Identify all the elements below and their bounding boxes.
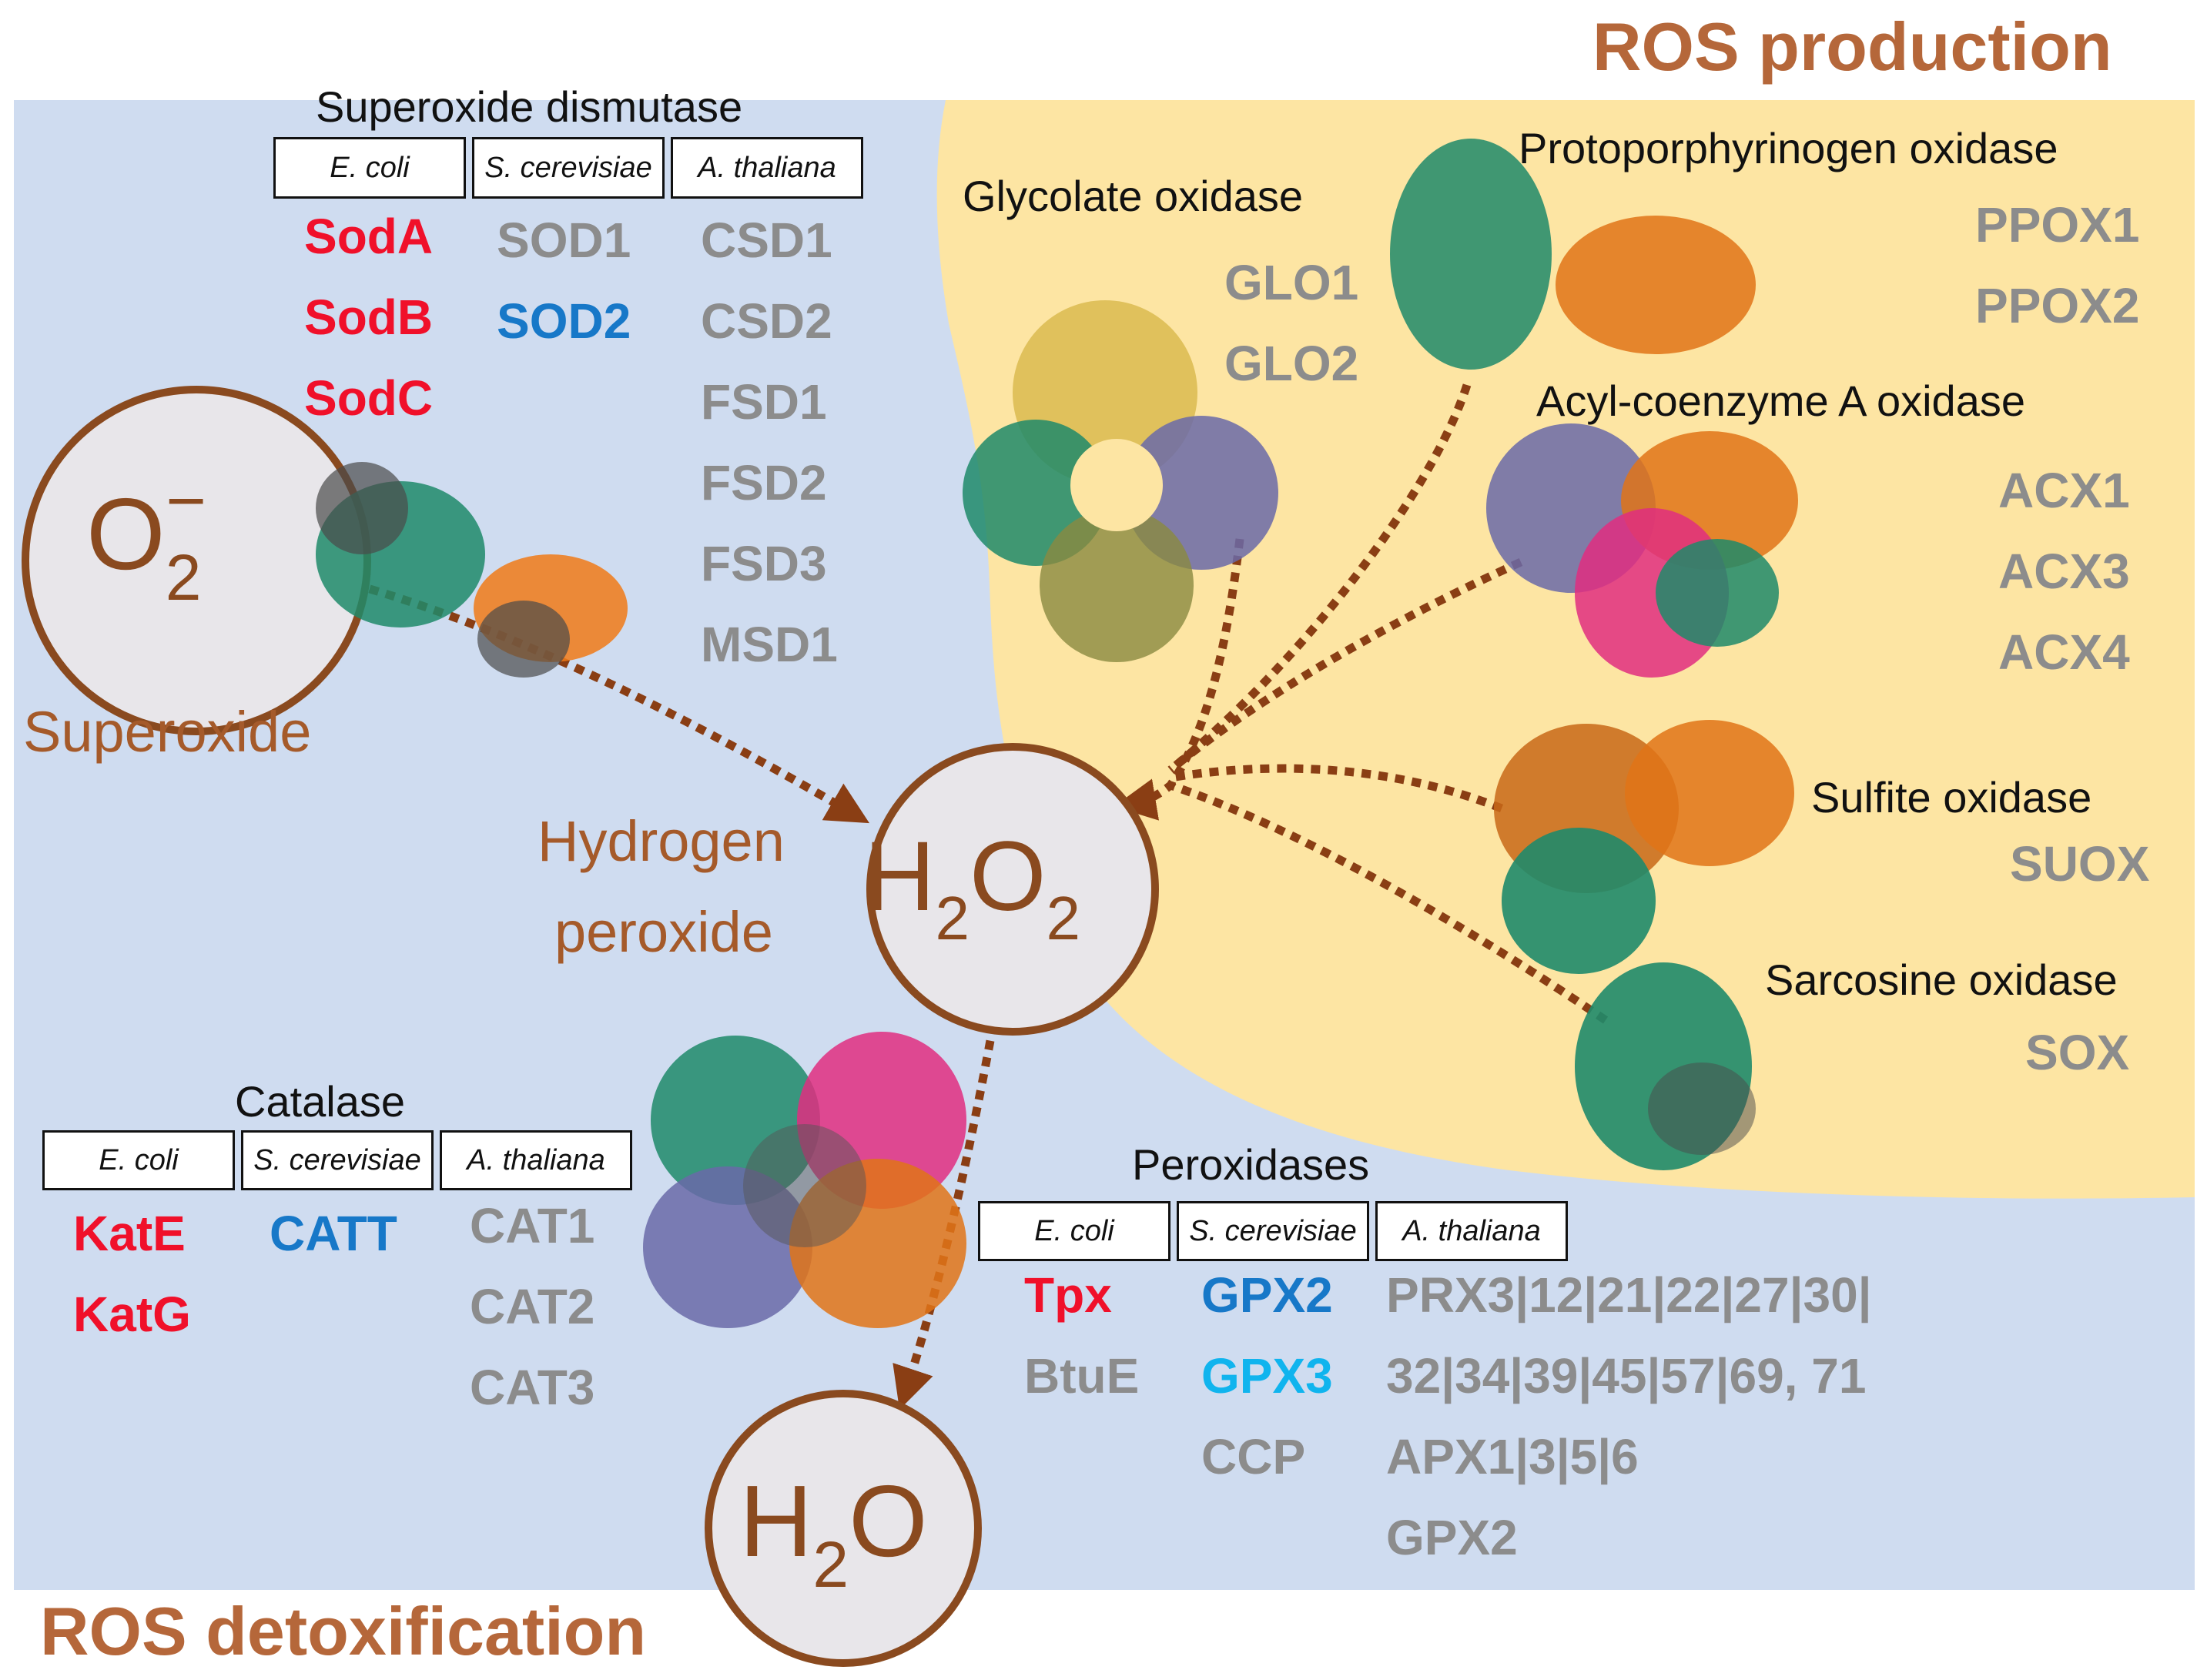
- h2o2-o: O: [969, 822, 1047, 932]
- catalase-athaliana-gene: CAT1: [470, 1198, 595, 1253]
- superoxide-sub: 2: [165, 541, 202, 614]
- sox-structure-image: [1575, 962, 1756, 1170]
- acx-gene: ACX1: [1998, 463, 2130, 518]
- arrow-sox-to-h2o2: [1169, 781, 1609, 1024]
- superoxide-sup: −: [166, 463, 206, 540]
- acx-structure-image: [1486, 423, 1798, 678]
- arrow-ppox-to-h2o2: [1167, 383, 1472, 774]
- sarcosine-oxidase-gene: SOX: [2025, 1025, 2130, 1080]
- arrow-acx-to-h2o2: [1167, 557, 1523, 774]
- sod-athaliana-gene: FSD1: [701, 374, 827, 430]
- peroxidase-yeast-gene: GPX3: [1201, 1348, 1333, 1404]
- h2o-o: O: [849, 1464, 928, 1578]
- sulfite-oxidase-title: Sulfite oxidase: [1811, 773, 2092, 822]
- peroxidase-ecoli-gene: BtuE: [1024, 1348, 1140, 1404]
- superoxide-label: Superoxide: [23, 700, 312, 764]
- sod-header-athaliana: A. thaliana: [671, 137, 863, 199]
- glycolate-oxidase-title: Glycolate oxidase: [963, 172, 1304, 220]
- sod-structure-image: [316, 462, 628, 678]
- catalase-ecoli-gene: KatG: [73, 1287, 191, 1342]
- h2o2-h: H: [864, 822, 936, 932]
- peroxidase-yeast-gene: GPX2: [1201, 1267, 1333, 1323]
- h2o2-sub2: 2: [1046, 884, 1081, 952]
- sod-yeast-gene: SOD2: [497, 293, 631, 349]
- sod-organism-header: E. coli S. cerevisiae A. thaliana: [273, 137, 869, 199]
- catalase-ecoli-gene: KatE: [73, 1206, 186, 1261]
- acx-gene: ACX4: [1998, 624, 2130, 680]
- peroxidases-title: Peroxidases: [1132, 1140, 1370, 1189]
- sod-header-ecoli: E. coli: [273, 137, 466, 199]
- h2o2-label-line2: peroxide: [554, 900, 773, 964]
- peroxidase-yeast-gene: CCP: [1201, 1429, 1306, 1484]
- glycolate-oxidase-structure-image: [963, 300, 1278, 662]
- ros-production-title: ROS production: [1592, 8, 2112, 85]
- sod-ecoli-gene: SodC: [304, 370, 434, 426]
- suox-structure-image: [1494, 720, 1794, 974]
- sod-title: Superoxide dismutase: [316, 82, 743, 131]
- ppox-gene: PPOX1: [1975, 197, 2140, 253]
- peroxidase-athaliana-gene: GPX2: [1386, 1510, 1518, 1565]
- ppox-structure-image: [1390, 139, 1756, 370]
- h2o2-label-line1: Hydrogen: [538, 809, 785, 873]
- acx-gene: ACX3: [1998, 544, 2130, 599]
- peroxidase-athaliana-gene: PRX3|12|21|22|27|30|: [1386, 1267, 1872, 1323]
- catalase-athaliana-gene: CAT3: [470, 1360, 595, 1415]
- h2o2-sub1: 2: [935, 884, 970, 952]
- catalase-title: Catalase: [235, 1077, 406, 1126]
- catalase-organism-header: E. coli S. cerevisiae A. thaliana: [42, 1130, 638, 1190]
- sod-header-scerevisiae: S. cerevisiae: [472, 137, 665, 199]
- h2o2-formula: H2O2: [864, 828, 1080, 949]
- sod-athaliana-gene: MSD1: [701, 617, 838, 672]
- peroxidase-ecoli-gene: Tpx: [1024, 1267, 1112, 1323]
- h2o2-circle: [866, 743, 1159, 1036]
- h2o-h: H: [739, 1464, 813, 1578]
- catalase-header-ecoli: E. coli: [42, 1130, 235, 1190]
- peroxidases-header-scerevisiae: S. cerevisiae: [1177, 1201, 1369, 1261]
- superoxide-main: O: [86, 477, 166, 591]
- ros-detoxification-title: ROS detoxification: [40, 1593, 647, 1669]
- h2o-sub: 2: [812, 1528, 849, 1601]
- catalase-header-scerevisiae: S. cerevisiae: [241, 1130, 434, 1190]
- catalase-athaliana-gene: CAT2: [470, 1279, 595, 1334]
- peroxidases-header-ecoli: E. coli: [978, 1201, 1170, 1261]
- sarcosine-oxidase-title: Sarcosine oxidase: [1765, 955, 2118, 1004]
- ppox-gene: PPOX2: [1975, 278, 2140, 333]
- peroxidases-header-athaliana: A. thaliana: [1375, 1201, 1568, 1261]
- peroxidases-organism-header: E. coli S. cerevisiae A. thaliana: [978, 1201, 1574, 1261]
- sulfite-oxidase-gene: SUOX: [2010, 836, 2150, 892]
- sod-athaliana-gene: CSD2: [701, 293, 832, 349]
- catalase-header-athaliana: A. thaliana: [440, 1130, 632, 1190]
- sod-athaliana-gene: CSD1: [701, 213, 832, 268]
- acx-title: Acyl-coenzyme A oxidase: [1536, 376, 2025, 425]
- sod-athaliana-gene: FSD2: [701, 455, 827, 510]
- ppox-title: Protoporphyrinogen oxidase: [1519, 124, 2058, 172]
- sod-athaliana-gene: FSD3: [701, 536, 827, 591]
- arrow-suox-to-h2o2: [1170, 764, 1504, 813]
- sod-ecoli-gene: SodA: [304, 209, 434, 264]
- catalase-yeast-gene: CATT: [270, 1206, 397, 1261]
- peroxidase-athaliana-gene: APX1|3|5|6: [1386, 1429, 1639, 1484]
- peroxidase-athaliana-gene: 32|34|39|45|57|69, 71: [1386, 1348, 1867, 1404]
- sod-yeast-gene: SOD1: [497, 213, 631, 268]
- production-region: [936, 100, 2195, 1199]
- glycolate-oxidase-gene: GLO1: [1224, 255, 1359, 310]
- sod-ecoli-gene: SodB: [304, 289, 434, 345]
- glycolate-oxidase-gene: GLO2: [1224, 336, 1359, 391]
- catalase-structure-image: [643, 1032, 966, 1328]
- superoxide-formula: O2−: [86, 467, 242, 610]
- h2o-circle: [705, 1390, 982, 1667]
- h2o-formula: H2O: [739, 1471, 928, 1598]
